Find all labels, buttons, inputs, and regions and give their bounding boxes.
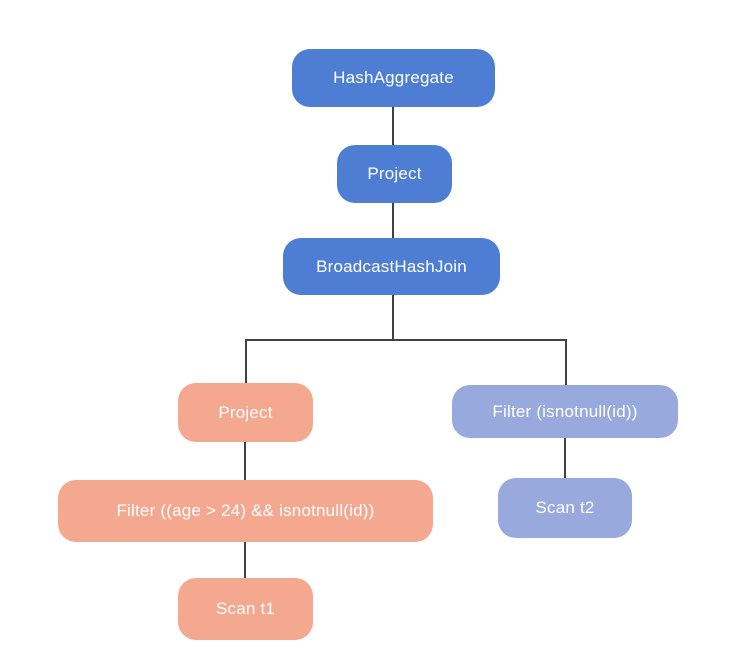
- plan-node-filter-left: Filter ((age > 24) && isnotnull(id)): [58, 480, 433, 542]
- plan-node-scan-t2: Scan t2: [498, 478, 632, 538]
- plan-node-hashaggregate: HashAggregate: [292, 49, 495, 107]
- edge-hashaggregate-project: [392, 106, 394, 147]
- edge-left-branch-drop: [245, 339, 247, 385]
- plan-node-broadcasthashjoin: BroadcastHashJoin: [283, 238, 500, 295]
- edge-filter-scan-t1: [244, 541, 246, 580]
- edge-project-filter-left: [244, 441, 246, 482]
- edge-right-branch-drop: [565, 339, 567, 387]
- plan-node-project-upper: Project: [337, 145, 452, 203]
- edge-broadcasthashjoin-trunk: [392, 294, 394, 341]
- plan-node-filter-right: Filter (isnotnull(id)): [452, 385, 678, 438]
- plan-node-project-left: Project: [178, 383, 313, 442]
- edge-filter-scan-t2: [564, 437, 566, 480]
- edge-project-broadcasthashjoin: [392, 202, 394, 240]
- edge-branch-horizontal: [245, 339, 567, 341]
- plan-node-scan-t1: Scan t1: [178, 578, 313, 640]
